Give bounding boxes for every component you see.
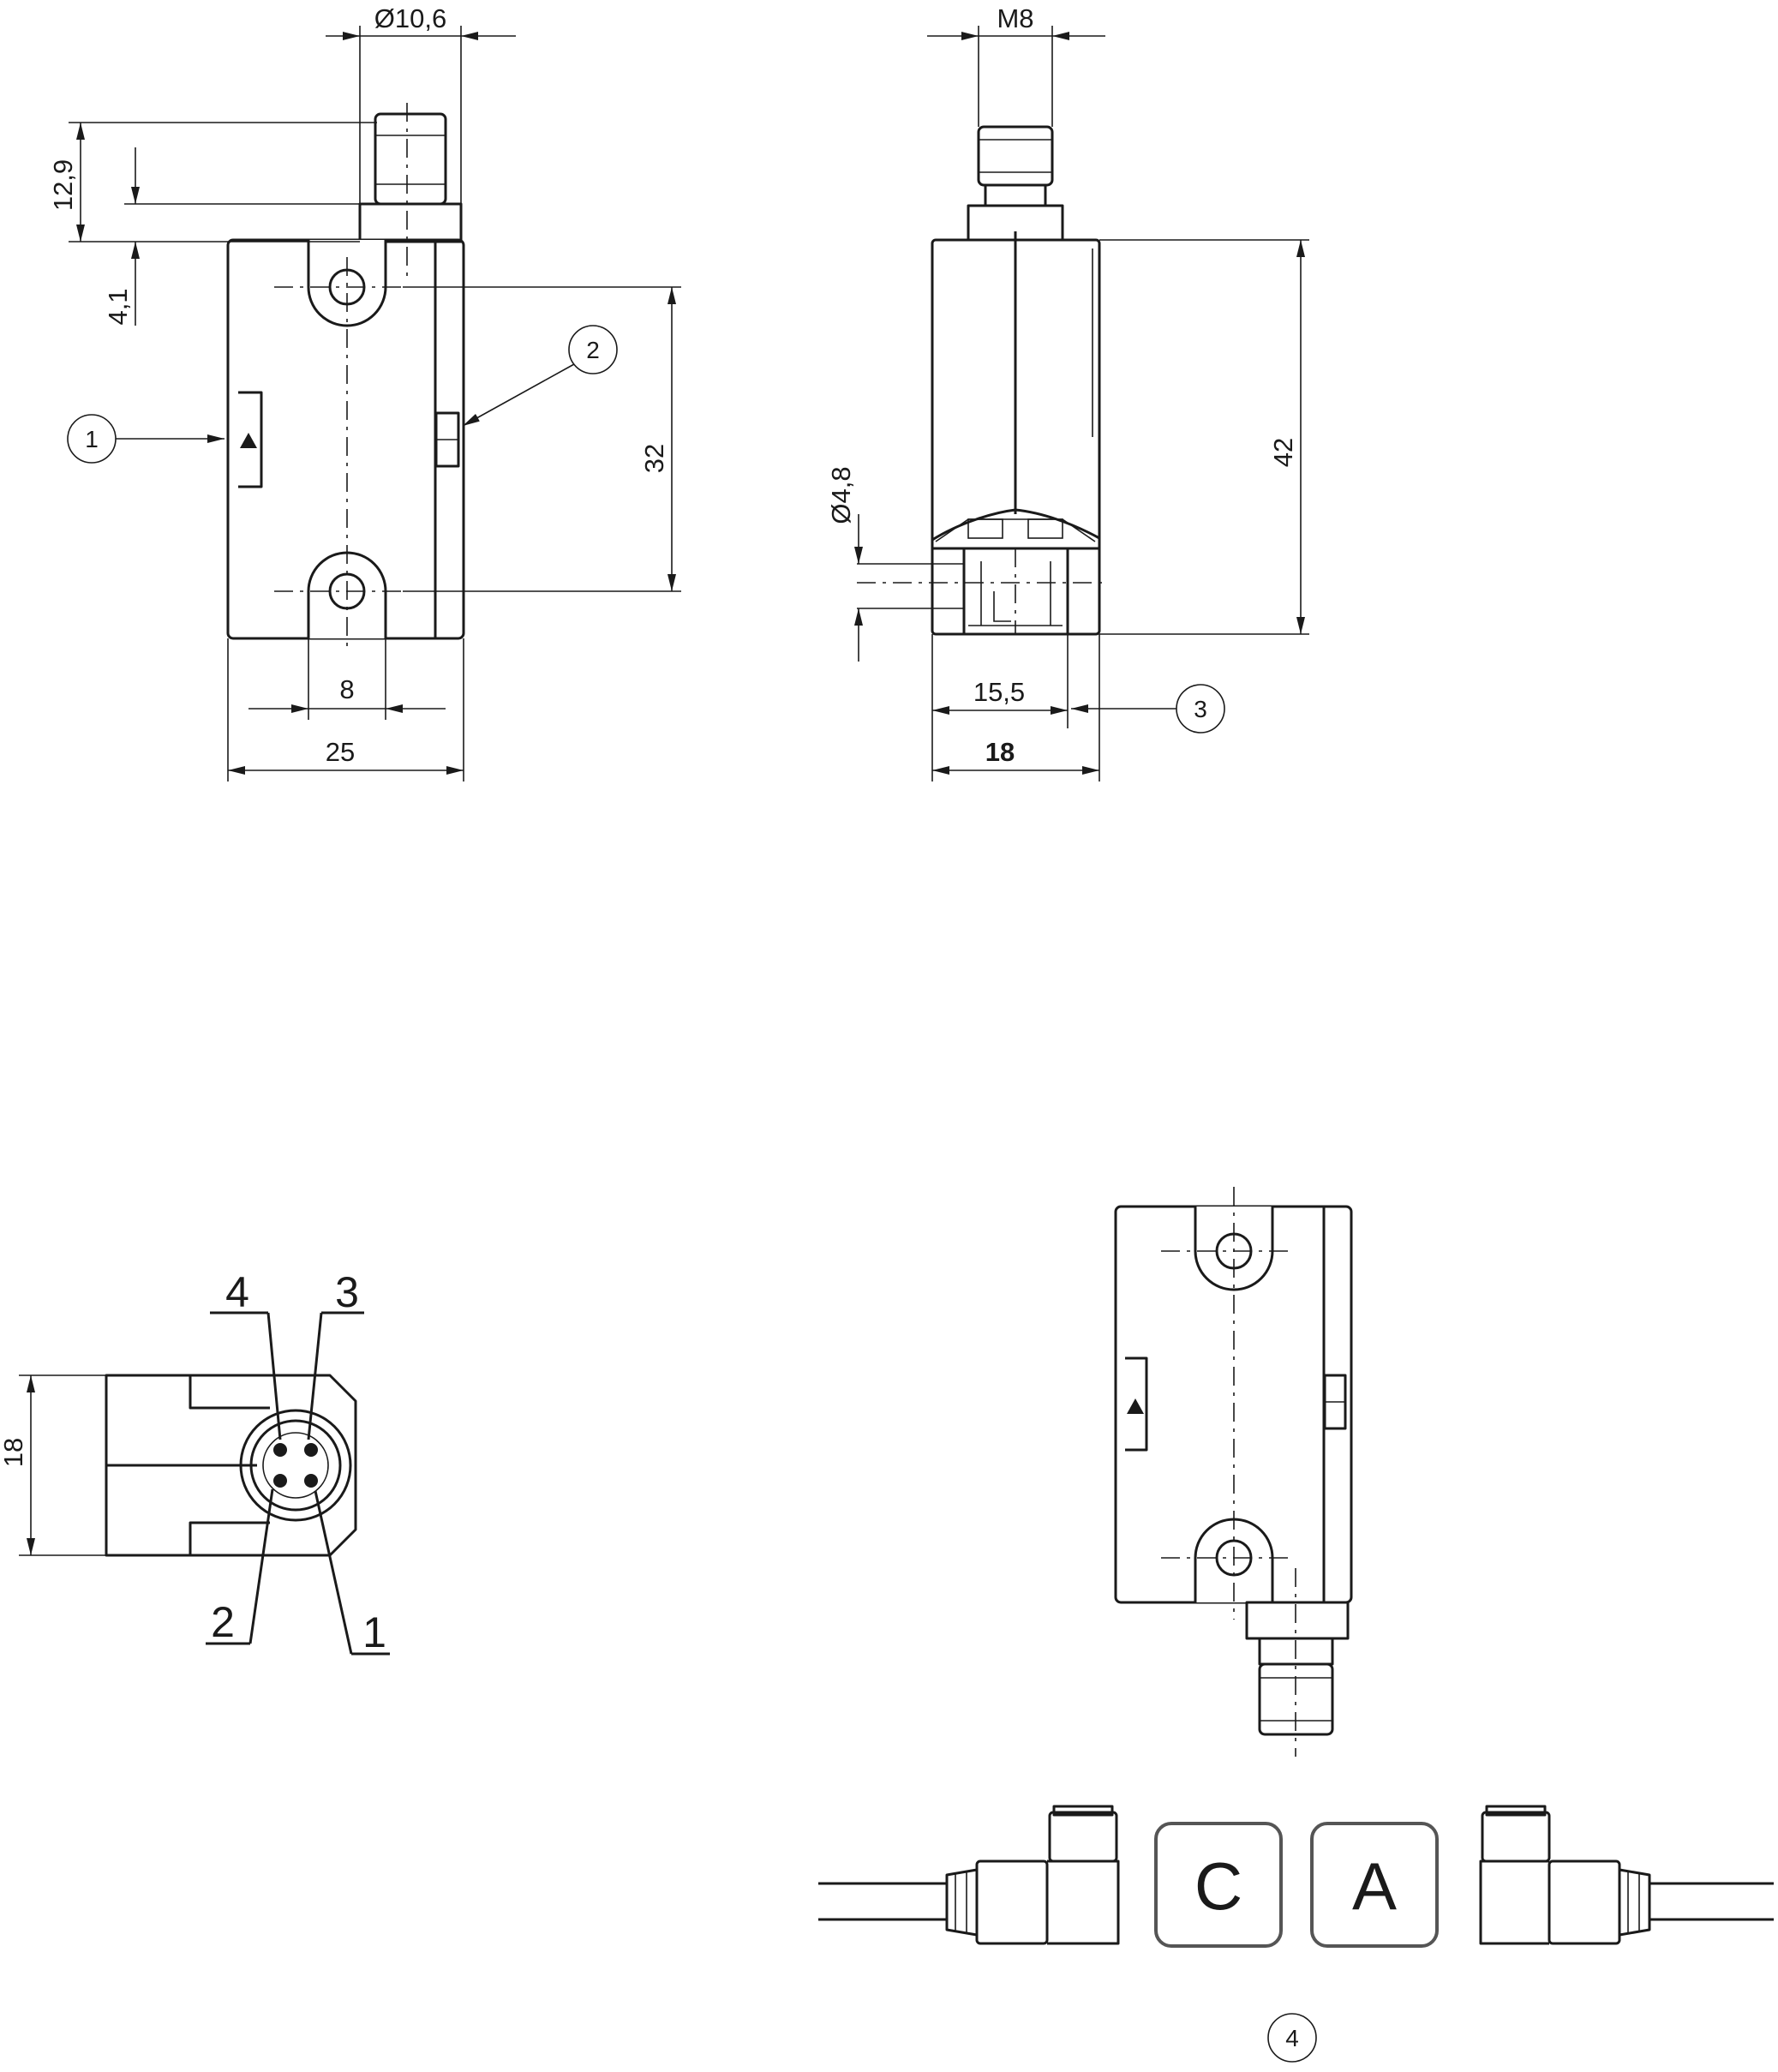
pin-3-icon (304, 1443, 318, 1457)
pin-label-4: 4 (225, 1268, 249, 1316)
dim-hole-diameter: Ø4,8 (826, 466, 856, 524)
callout-4: 4 (1285, 2025, 1299, 2051)
dim-thread: M8 (997, 3, 1033, 33)
sensing-direction-icon (1127, 1398, 1144, 1414)
pin-4-icon (273, 1443, 287, 1457)
pin-label-3: 3 (335, 1268, 359, 1316)
pin-label-1: 1 (362, 1608, 386, 1656)
callout-1: 1 (85, 426, 99, 452)
dim-side-inner-width: 15,5 (973, 677, 1025, 707)
cable-connector-right (1479, 1805, 1774, 1945)
cable-connector-left (818, 1805, 1120, 1945)
front-view: Ø10,6 12,9 4,1 32 8 25 1 2 (48, 3, 681, 781)
pin-1-icon (304, 1474, 318, 1488)
dim-side-width: 18 (985, 737, 1015, 767)
side-view: M8 42 Ø4,8 15,5 18 3 (826, 3, 1309, 781)
dim-lug-width: 8 (339, 674, 354, 704)
callout-3: 3 (1194, 696, 1207, 722)
dim-front-width: 25 (326, 737, 355, 767)
dim-connector-view-height: 18 (0, 1438, 28, 1467)
dim-hole-spacing: 32 (639, 444, 669, 473)
pin-label-2: 2 (211, 1598, 235, 1646)
actuator-code-c: C (1154, 1822, 1283, 1948)
dim-offset-height: 4,1 (103, 288, 133, 325)
pin-2-icon (273, 1474, 287, 1488)
sensing-direction-icon (240, 433, 257, 448)
connector-face-view: 4 3 2 1 18 (0, 1268, 390, 1656)
code-label-a: A (1352, 1848, 1397, 1924)
dim-connector-diameter: Ø10,6 (374, 3, 446, 33)
code-label-c: C (1194, 1848, 1242, 1924)
dim-connector-height: 12,9 (48, 159, 78, 211)
dim-side-height: 42 (1268, 438, 1298, 467)
actuator-code-a: A (1310, 1822, 1439, 1948)
connector-body (374, 112, 447, 206)
alternate-orientation-view (1114, 1187, 1353, 1757)
callout-circle (1267, 2013, 1317, 2063)
callout-2: 2 (586, 337, 600, 363)
callout-circle (568, 325, 618, 374)
connector-base (358, 202, 463, 243)
